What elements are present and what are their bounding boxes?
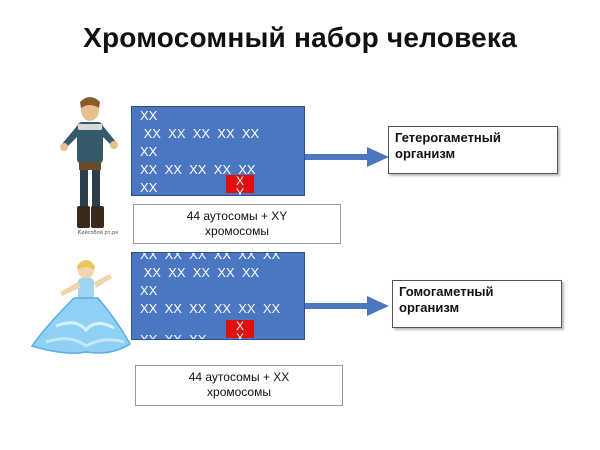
male-karyotype: XX XX XX XX XX XX XX XX XX XX XX XX XX X… xyxy=(131,106,305,196)
prince-figure: Кийсoбoй рт.рк xyxy=(60,97,119,236)
female-chromosome-caption: 44 аутосомы + XX хромосомы xyxy=(135,365,343,406)
karyotype-row: XX XX XX XX XX xyxy=(140,162,256,177)
karyotype-row: XX xyxy=(140,144,158,159)
homogametic-label: Гомогаметный организм xyxy=(392,280,562,328)
karyotype-row: XX xyxy=(140,283,158,298)
label-line: организм xyxy=(399,300,460,315)
sex-chromosomes-xx: X X xyxy=(226,320,254,339)
caption-line: хромосомы xyxy=(207,385,271,399)
label-line: организм xyxy=(395,146,456,161)
karyotype-row: XX XX XX XX XX xyxy=(140,126,260,141)
caption-line: 44 аутосомы + XX xyxy=(188,370,290,384)
karyotype-row: XX XX XX xyxy=(140,332,207,340)
label-line: Гетерогаметный xyxy=(395,130,501,145)
caption-line: хромосомы xyxy=(205,224,269,238)
watermark-text: Кийсoбoй рт.рк xyxy=(78,229,119,236)
male-chromosome-caption: 44 аутосомы + XY хромосомы xyxy=(133,204,341,244)
princess-figure xyxy=(30,260,131,354)
heterogametic-label: Гетерогаметный организм xyxy=(388,126,558,174)
page-title: Хромосомный набор человека xyxy=(83,22,517,53)
karyotype-row: XX xyxy=(140,180,158,195)
female-karyotype: XX XX XX XX XX XX XX XX XX XX XX XX XX X… xyxy=(131,252,305,340)
sex-chromosomes-xy: X Y xyxy=(226,175,254,195)
arrow-right-icon xyxy=(305,147,389,167)
label-line: Гомогаметный xyxy=(399,284,494,299)
caption-line: 44 аутосомы + XY xyxy=(186,209,288,223)
arrow-right-icon xyxy=(305,296,389,316)
karyotype-row: XX XX XX XX XX XX xyxy=(140,252,281,262)
karyotype-row: XX XX XX XX XX xyxy=(140,265,260,280)
karyotype-row: XX xyxy=(140,108,158,123)
karyotype-row: XX XX XX XX XX XX xyxy=(140,301,281,316)
